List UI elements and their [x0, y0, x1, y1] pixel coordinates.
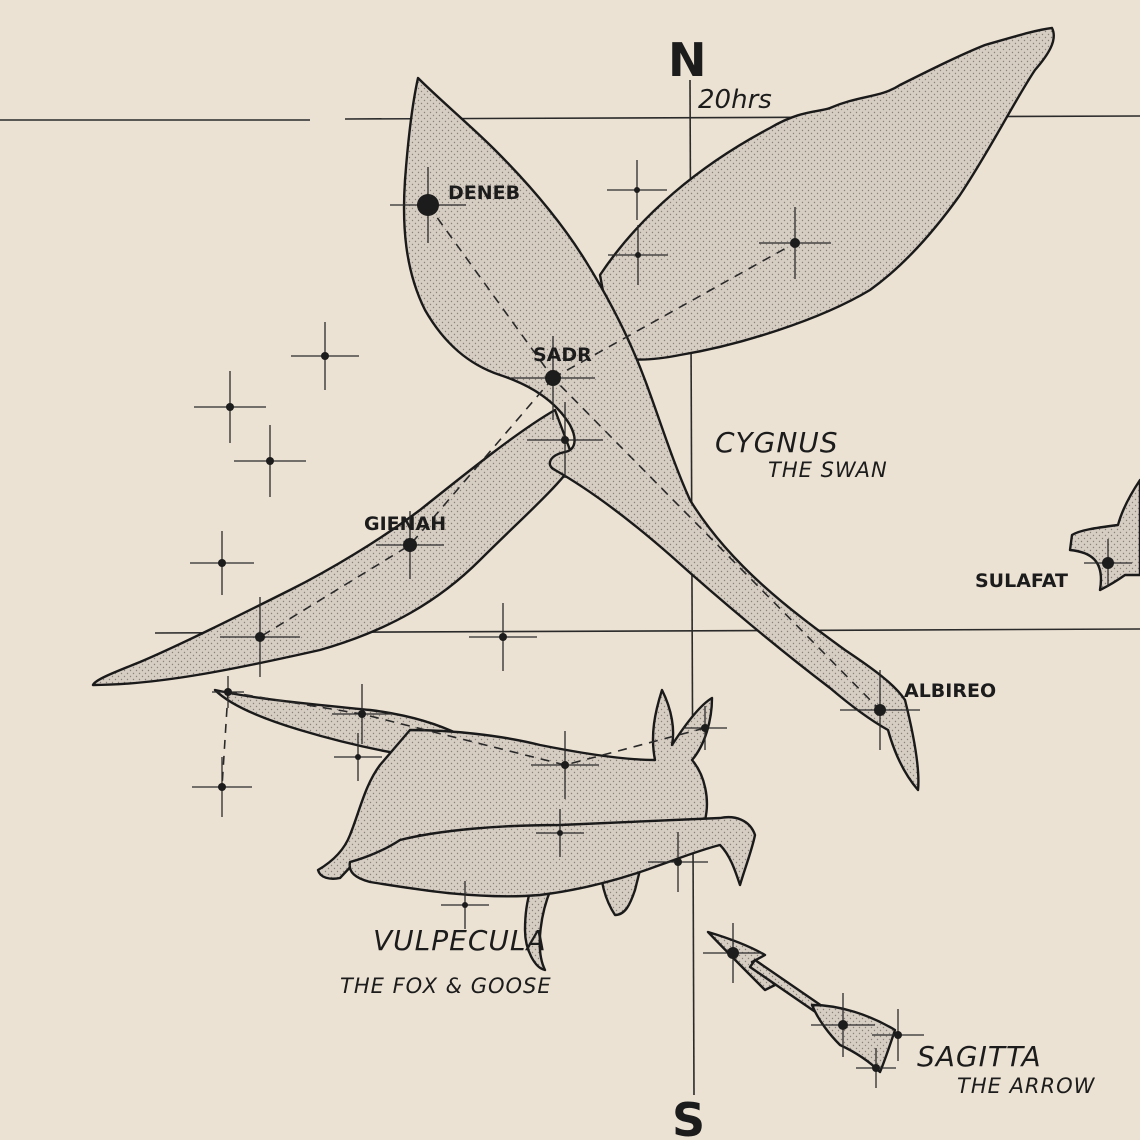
sagitta-name: SAGITTA	[917, 1040, 1042, 1073]
north-label: N	[668, 33, 707, 87]
star-dot	[358, 710, 366, 718]
star-dot	[417, 194, 439, 216]
star-dot	[894, 1031, 902, 1039]
swan-left-wing	[93, 410, 580, 685]
star-label-sulafat: SULAFAT	[975, 570, 1068, 592]
star-dot	[872, 1064, 880, 1072]
star-dot	[321, 352, 329, 360]
star-dot	[218, 783, 226, 791]
star-dot	[701, 724, 709, 732]
meridian-label: 20hrs	[698, 85, 772, 115]
star-dot	[462, 902, 468, 908]
arrow-fletching	[812, 1005, 895, 1072]
star-label-gienah: GIENAH	[364, 513, 446, 535]
star-dot	[355, 754, 361, 760]
star	[291, 322, 359, 390]
star-dot	[499, 633, 507, 641]
star-dot	[218, 559, 226, 567]
star-dot	[635, 252, 641, 258]
star-dot	[790, 238, 800, 248]
star-dot	[226, 403, 234, 411]
cygnus-name: CYGNUS	[715, 426, 839, 459]
sagitta-subtitle: THE ARROW	[957, 1074, 1096, 1098]
star-dot	[634, 187, 640, 193]
star	[192, 757, 252, 817]
star-label-sadr: SADR	[533, 344, 592, 366]
star-dot	[224, 688, 232, 696]
star-dot	[403, 538, 417, 552]
star-label-deneb: DENEB	[448, 182, 520, 204]
star-label-albireo: ALBIREO	[904, 680, 996, 702]
vulpecula-subtitle: THE FOX & GOOSE	[340, 974, 552, 998]
arrow-head	[708, 932, 775, 990]
star-dot	[674, 858, 682, 866]
vulpecula-name: VULPECULA	[373, 924, 547, 957]
lyra-partial-figure	[1070, 480, 1140, 590]
star-dot	[561, 761, 569, 769]
star-dot	[838, 1020, 848, 1030]
star-dot	[1102, 557, 1114, 569]
star-dot	[557, 830, 563, 836]
star	[190, 531, 254, 595]
star	[469, 603, 537, 671]
cygnus-figure	[93, 28, 1054, 790]
star-dot	[874, 704, 886, 716]
star-dot	[561, 436, 569, 444]
star-dot	[266, 457, 274, 465]
star-dot	[545, 370, 561, 386]
cygnus-subtitle: THE SWAN	[768, 458, 888, 482]
star	[194, 371, 266, 443]
star	[234, 425, 306, 497]
star-dot	[255, 632, 265, 642]
grid-lines	[0, 80, 1140, 1095]
star-dot	[727, 947, 739, 959]
south-label: S	[672, 1093, 705, 1140]
